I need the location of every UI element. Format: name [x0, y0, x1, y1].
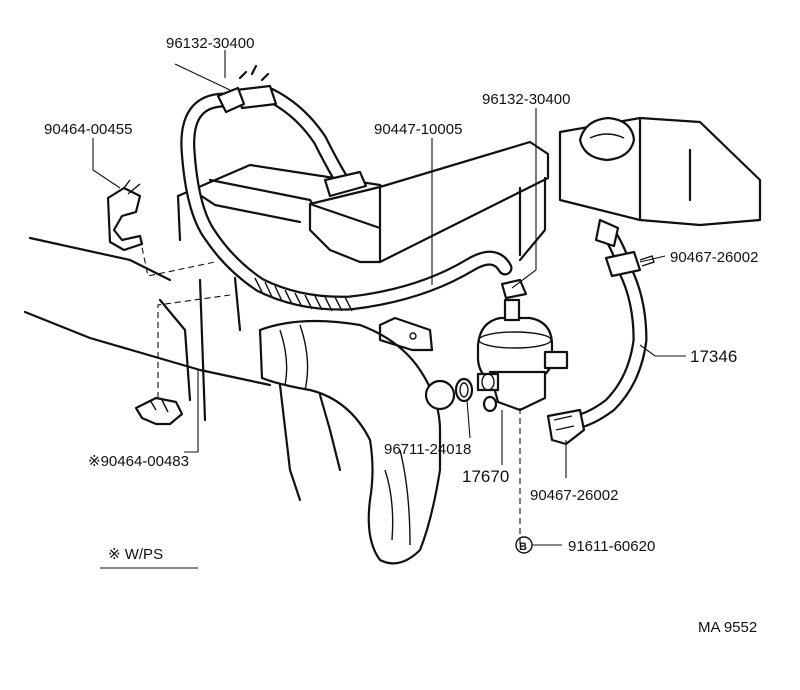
clip-90464-00483: [134, 396, 184, 426]
label-96132-30400-right: 96132-30400: [482, 91, 570, 108]
vacuum-hose-90447: [180, 92, 513, 312]
label-96711-24018: 96711-24018: [384, 441, 471, 458]
assembly-line-clip-top: [139, 237, 216, 277]
label-90467-26002-top: 90467-26002: [670, 249, 758, 266]
label-90447-10005: 90447-10005: [374, 121, 462, 138]
label-17346: 17346: [690, 347, 737, 366]
label-90464-00483: ※90464-00483: [88, 453, 189, 470]
hose-17346: [567, 218, 648, 430]
bolt-b-letter: B: [519, 541, 527, 553]
valve-17670: [476, 298, 569, 413]
label-90464-00455: 90464-00455: [44, 121, 132, 138]
clamp-96132-right: [500, 278, 528, 300]
clamp-90467-top: [604, 250, 655, 278]
label-90467-26002-bottom: 90467-26002: [530, 487, 618, 504]
clamp-96132-top: [216, 64, 270, 114]
assembly-line-clip-bottom: [157, 294, 231, 398]
upper-hose-96132: [234, 84, 368, 198]
legend-wps: ※ W/PS: [108, 546, 163, 563]
label-91611-60620: 91611-60620: [568, 538, 655, 555]
clamp-90467-bottom: [546, 408, 586, 446]
leader-lines: [92, 50, 686, 569]
o-ring-96711: [454, 377, 474, 403]
label-17670: 17670: [462, 467, 509, 486]
label-96132-30400-top: 96132-30400: [166, 35, 254, 52]
bolt-b-marker: [515, 536, 533, 554]
engine-outline: [23, 116, 762, 565]
figure-code: MA 9552: [698, 619, 757, 636]
clip-90464-00455: [106, 179, 144, 252]
